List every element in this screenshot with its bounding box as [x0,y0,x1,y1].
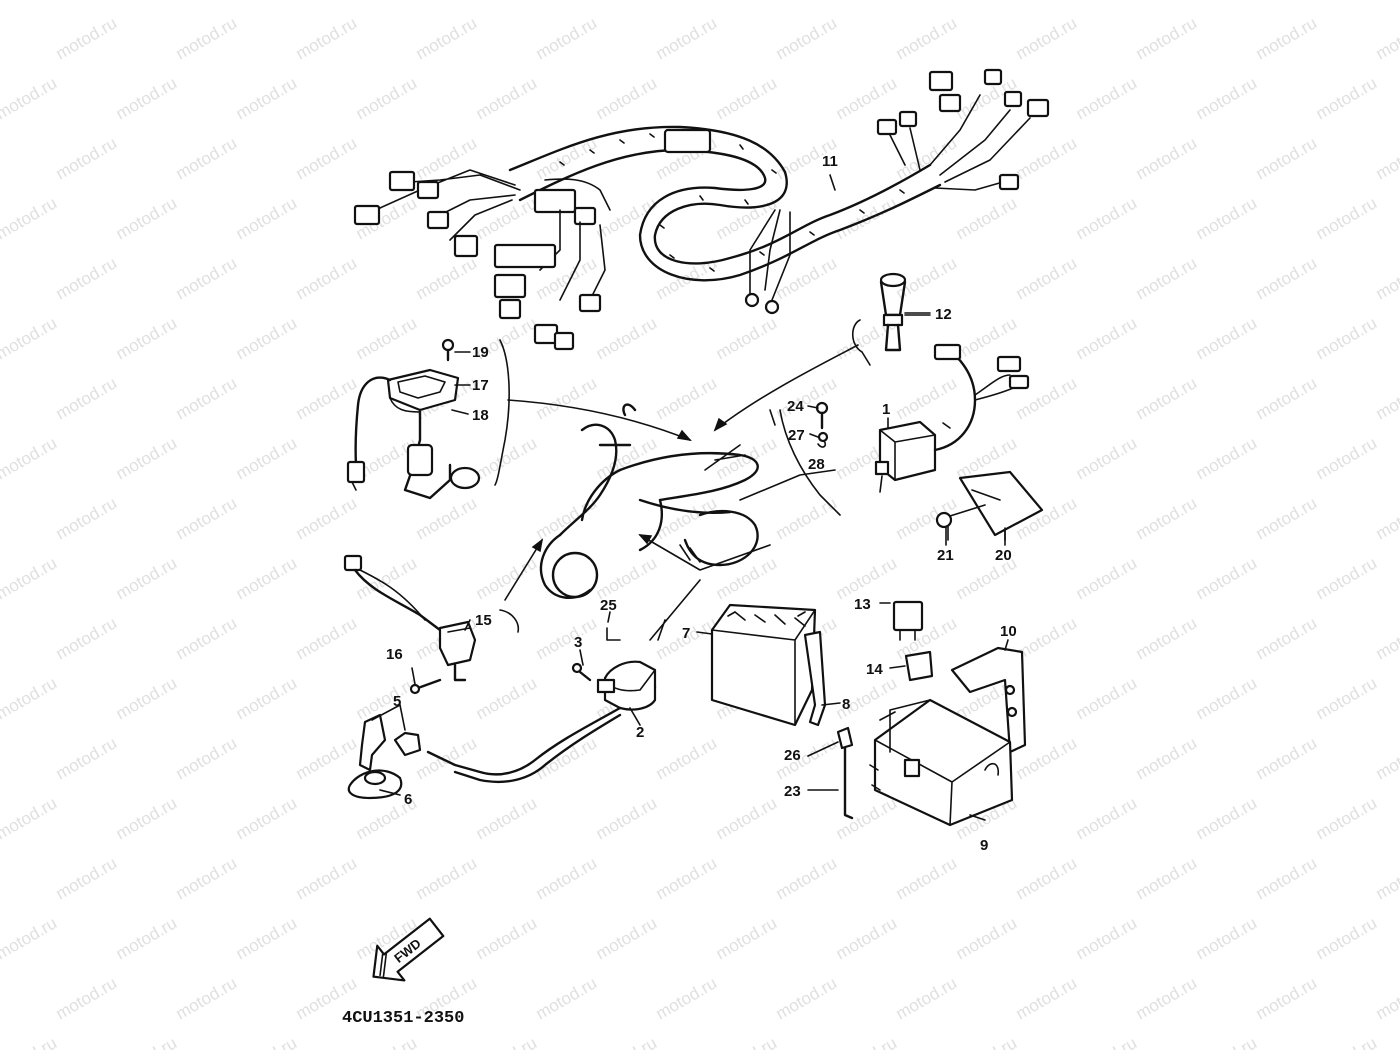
part-15-sensor [343,554,477,695]
callout-10: 10 [1000,623,1017,640]
scooter-silhouette [539,403,759,599]
part-17-18-sender [346,338,481,500]
fwd-arrow: FWD [372,917,445,982]
fasteners-24-27-28 [815,401,829,448]
callout-1: 1 [882,401,890,418]
part-5-6-plug-cap [347,713,422,800]
callout-7: 7 [682,625,690,642]
callout-5: 5 [393,693,401,710]
callout-13: 13 [854,596,871,613]
callout-17: 17 [472,377,489,394]
part-9-10-battery-box [869,646,1027,827]
catalog-code: 4CU1351-2350 [342,1009,464,1028]
part-2-ignition-coil [426,627,657,784]
wire-harness [353,68,1050,351]
part-23-26-rod [836,726,854,820]
part-1-unit [874,343,1030,493]
callout-20: 20 [995,547,1012,564]
callout-8: 8 [842,696,850,713]
callout-25: 25 [600,597,617,614]
callout-9: 9 [980,837,988,854]
callout-23: 23 [784,783,801,800]
callout-27: 27 [788,427,805,444]
callout-2: 2 [636,724,644,741]
callout-12: 12 [935,306,952,323]
callout-19: 19 [472,344,489,361]
callout-15: 15 [475,612,492,629]
callout-21: 21 [937,547,954,564]
callout-16: 16 [386,646,403,663]
callout-6: 6 [404,791,412,808]
callout-11: 11 [822,153,838,170]
callout-18: 18 [472,407,489,424]
callout-24: 24 [787,398,804,415]
callout-3: 3 [574,634,582,651]
callout-leaders [371,174,1009,821]
part-13-14-relay [892,600,934,682]
part-12-plug [879,272,931,352]
leader-lines [494,319,871,641]
part-20-plate [935,470,1044,541]
callout-labels: 11 12 19 17 18 24 1 27 28 21 20 15 25 13… [386,153,1017,854]
callout-28: 28 [808,456,825,473]
part-7-battery [710,603,827,727]
callout-14: 14 [866,661,883,678]
callout-26: 26 [784,747,801,764]
